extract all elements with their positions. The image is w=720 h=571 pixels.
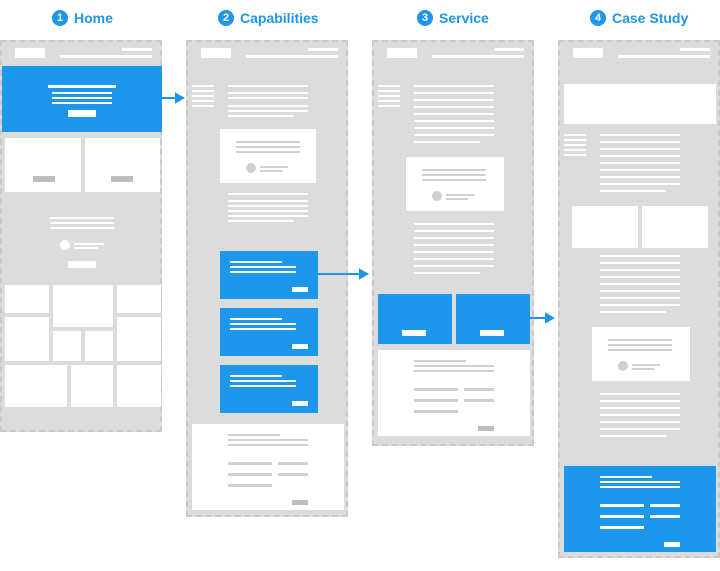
arrow-head <box>545 312 556 324</box>
gallery-tile <box>117 365 161 407</box>
step-3-header: 3 Service <box>417 10 489 26</box>
arrow-head <box>359 268 370 280</box>
service-block <box>378 294 452 344</box>
step-number-badge: 2 <box>218 10 234 26</box>
capability-card <box>220 365 318 413</box>
quote-card <box>406 157 504 211</box>
nav-placeholder <box>246 55 338 58</box>
gallery-tile <box>117 317 161 361</box>
feature-card <box>5 138 81 192</box>
service-block <box>456 294 530 344</box>
capability-card <box>220 251 318 299</box>
gallery-tile <box>5 365 67 407</box>
step-2-header: 2 Capabilities <box>218 10 319 26</box>
nav-placeholder <box>618 55 710 58</box>
capabilities-wireframe <box>186 40 348 517</box>
logo-placeholder <box>201 48 231 58</box>
step-title: Service <box>439 10 489 26</box>
logo-placeholder <box>387 48 417 58</box>
step-number-badge: 1 <box>52 10 68 26</box>
gallery-tile <box>5 285 49 313</box>
gallery-tile <box>85 331 113 361</box>
feature-card <box>85 138 160 192</box>
capability-card <box>220 308 318 356</box>
hero-block <box>2 66 162 132</box>
step-title: Capabilities <box>240 10 319 26</box>
step-title: Home <box>74 10 113 26</box>
case-image <box>642 206 708 248</box>
step-4-header: 4 Case Study <box>590 10 688 26</box>
step-number-badge: 4 <box>590 10 606 26</box>
gallery-tile <box>117 285 161 313</box>
quote-card <box>592 327 690 381</box>
contact-form-highlighted <box>564 466 716 552</box>
arrow-head <box>175 92 186 104</box>
avatar-placeholder <box>60 240 70 250</box>
nav-placeholder <box>308 48 338 51</box>
home-wireframe <box>0 40 162 432</box>
contact-form <box>378 350 530 436</box>
nav-placeholder <box>494 48 524 51</box>
step-number-badge: 3 <box>417 10 433 26</box>
nav-placeholder <box>122 48 152 51</box>
contact-form <box>192 424 344 510</box>
gallery-tile <box>53 331 81 361</box>
nav-placeholder <box>680 48 710 51</box>
logo-placeholder <box>15 48 45 58</box>
side-nav <box>192 85 214 87</box>
case-hero-block <box>564 84 716 124</box>
quote-card <box>220 129 316 183</box>
case-study-wireframe <box>558 40 720 558</box>
step-title: Case Study <box>612 10 689 26</box>
gallery-tile <box>71 365 113 407</box>
gallery-tile <box>53 285 113 327</box>
cta-placeholder <box>68 261 96 268</box>
case-image <box>572 206 638 248</box>
service-wireframe <box>372 40 534 446</box>
logo-placeholder <box>573 48 603 58</box>
step-1-header: 1 Home <box>52 10 113 26</box>
gallery-tile <box>5 317 49 361</box>
nav-placeholder <box>60 55 152 58</box>
nav-placeholder <box>432 55 524 58</box>
